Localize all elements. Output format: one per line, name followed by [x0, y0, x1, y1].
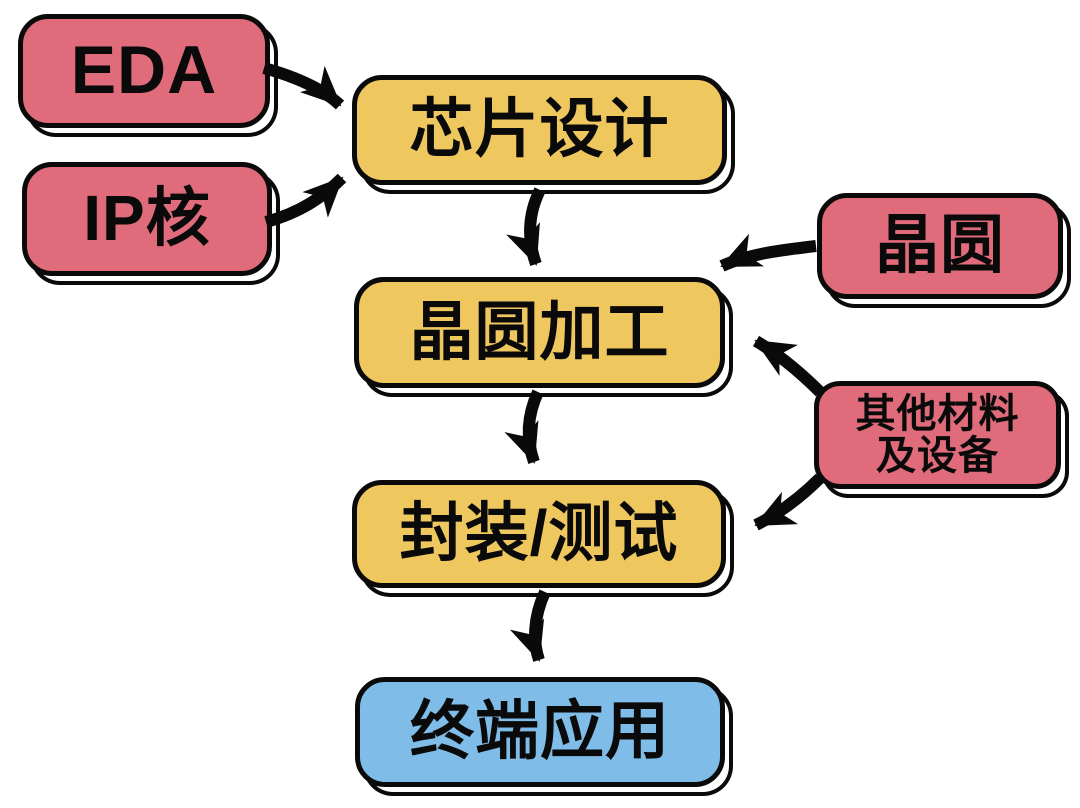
arrow-packaging-testing-to-terminal-app	[509, 589, 551, 662]
arrow-wafer-processing-to-packaging-testing	[504, 389, 544, 464]
node-eda-label: EDA	[70, 32, 218, 109]
node-wafer-label: 晶圆	[875, 209, 1005, 282]
node-terminal-app-label: 终端应用	[410, 695, 670, 768]
node-chip-design: 芯片设计	[352, 75, 727, 185]
node-wafer-processing: 晶圆加工	[354, 277, 725, 388]
node-terminal-app: 终端应用	[355, 677, 725, 787]
node-packaging-testing-label: 封装/测试	[399, 497, 679, 570]
arrow-chip-design-to-wafer-processing	[506, 187, 546, 267]
arrow-materials-to-packaging-testing	[753, 473, 825, 531]
node-materials-line1: 其他材料	[855, 392, 1020, 436]
node-ip-core-label: IP核	[83, 182, 211, 255]
node-chip-design-label: 芯片设计	[409, 93, 670, 166]
arrow-wafer-to-wafer-processing	[719, 233, 817, 272]
node-materials-equipment-label: 其他材料 及设备	[856, 393, 1020, 477]
arrow-ip-core-to-chip-design	[264, 173, 347, 228]
node-eda: EDA	[18, 14, 270, 128]
node-wafer: 晶圆	[817, 193, 1063, 299]
node-wafer-processing-label: 晶圆加工	[409, 295, 670, 368]
arrow-eda-to-chip-design	[262, 62, 345, 110]
node-materials-equipment: 其他材料 及设备	[814, 381, 1061, 489]
arrow-materials-to-wafer-processing	[752, 335, 825, 397]
node-materials-line2: 及设备	[876, 434, 999, 478]
node-packaging-testing: 封装/测试	[352, 480, 726, 588]
node-ip-core: IP核	[22, 162, 272, 276]
